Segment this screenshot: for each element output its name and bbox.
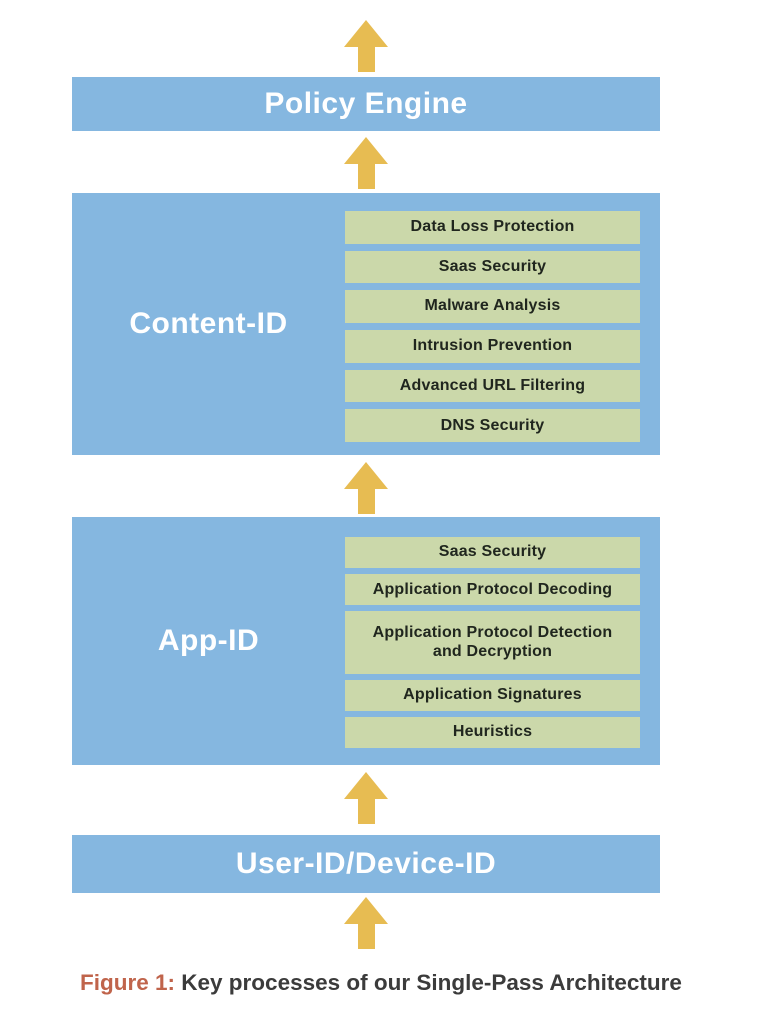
- process-item: Application Protocol Decoding: [345, 574, 640, 606]
- up-arrow-head: [344, 462, 388, 489]
- up-arrow-icon: [344, 897, 388, 949]
- up-arrow-stem: [357, 489, 375, 514]
- app-id-label: App-ID: [157, 624, 260, 657]
- up-arrow-head: [344, 20, 388, 47]
- figure-caption-prefix: Figure 1:: [80, 970, 176, 995]
- user-id-device-id-bar: User-ID/Device-ID: [72, 835, 660, 893]
- up-arrow-head: [344, 772, 388, 799]
- process-item: Data Loss Protection: [345, 211, 640, 244]
- up-arrow-stem: [357, 799, 375, 824]
- process-item: Heuristics: [345, 716, 640, 749]
- up-arrow-icon: [344, 772, 388, 824]
- process-item: Advanced URL Filtering: [345, 369, 640, 403]
- process-item: Saas Security: [345, 250, 640, 284]
- up-arrow-stem: [357, 47, 375, 72]
- process-item: Application Signatures: [345, 679, 640, 711]
- user-id-device-id-label: User-ID/Device-ID: [235, 847, 497, 880]
- up-arrow-head: [344, 137, 388, 164]
- process-item: Intrusion Prevention: [345, 330, 640, 363]
- figure-caption: Figure 1: Key processes of our Single-Pa…: [80, 970, 682, 996]
- content-id-label: Content-ID: [129, 307, 288, 340]
- up-arrow-head: [344, 897, 388, 924]
- policy-engine-label: Policy Engine: [264, 87, 468, 120]
- figure-caption-text: Key processes of our Single-Pass Archite…: [181, 970, 682, 995]
- process-item: Application Protocol Detection and Decry…: [345, 611, 640, 674]
- policy-engine-bar: Policy Engine: [72, 77, 660, 131]
- process-item: Saas Security: [345, 537, 640, 569]
- up-arrow-icon: [344, 20, 388, 72]
- up-arrow-icon: [344, 462, 388, 514]
- up-arrow-icon: [344, 137, 388, 189]
- up-arrow-stem: [357, 924, 375, 949]
- process-item: DNS Security: [345, 409, 640, 443]
- up-arrow-stem: [357, 164, 375, 189]
- process-item: Malware Analysis: [345, 290, 640, 324]
